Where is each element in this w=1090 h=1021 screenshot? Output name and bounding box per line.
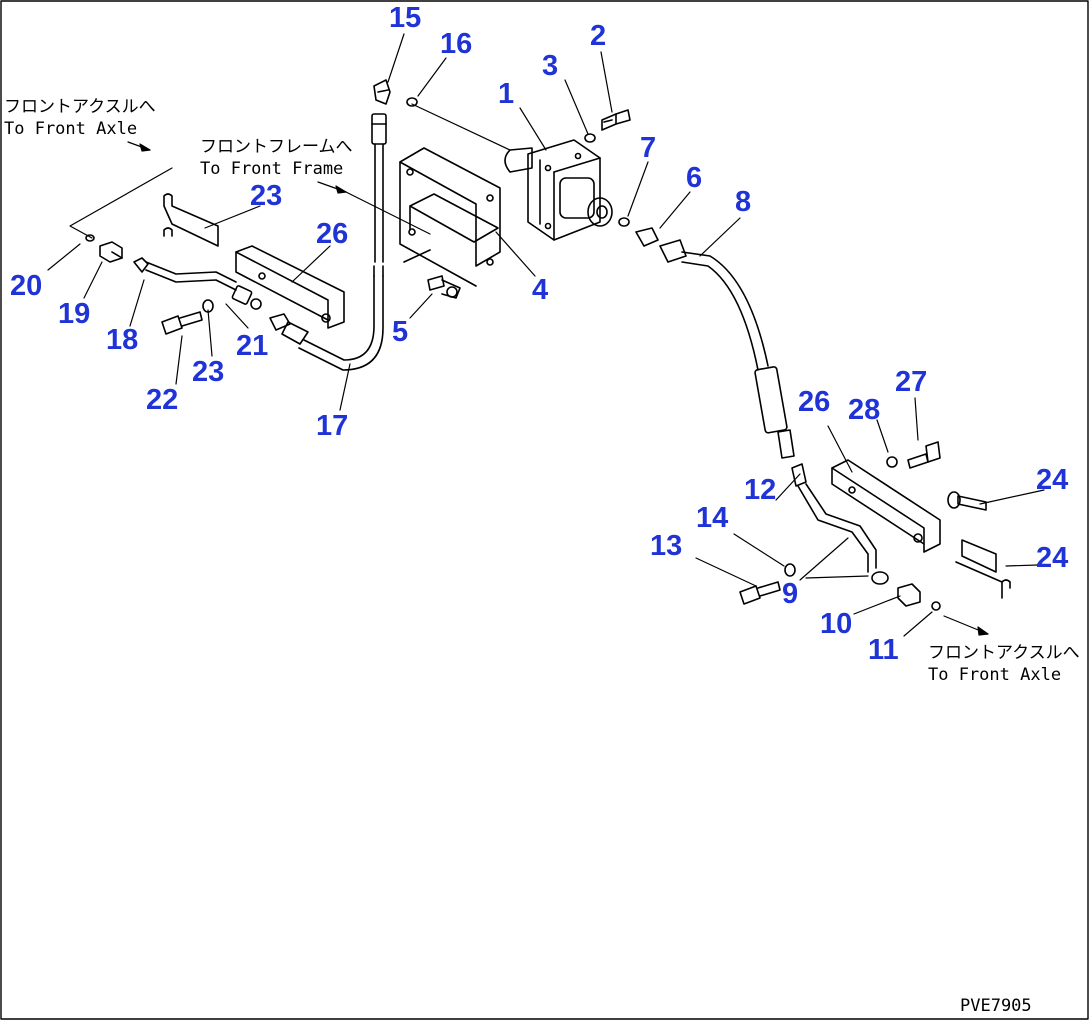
callout-28: 28 [848,394,881,426]
bolt-13 [739,581,781,605]
clamp-24-left [163,193,219,247]
callout-23: 23 [192,356,225,388]
callout-7: 7 [640,132,657,164]
fitting-10 [897,583,921,607]
note-en: To Front Axle [928,665,1062,685]
callout-21: 21 [236,330,269,362]
callout-9: 9 [782,578,799,610]
callout-10: 10 [820,608,853,640]
callout-18: 18 [106,324,139,356]
callout-24-right: 24 [1036,542,1069,574]
note-en: To Front Axle [4,119,138,139]
callout-8: 8 [735,186,752,218]
callout-22: 22 [146,384,179,416]
note-jp: フロントアクスルへ [928,643,1080,663]
callout-5: 5 [392,316,409,348]
callout-12: 12 [744,474,777,506]
callout-6: 6 [686,162,703,194]
callout-20: 20 [10,270,43,302]
hose-8 [635,227,795,459]
callout-11: 11 [868,634,899,666]
bolt-27 [907,441,941,469]
hose-17 [269,113,387,371]
nut-28 [886,456,898,468]
tube-12 [791,463,889,585]
callout-26-left: 26 [316,218,349,250]
note-en: To Front Frame [200,159,344,179]
elbow-15 [373,79,391,105]
leader-lines [47,33,1045,637]
clamp-24-right [955,539,1011,599]
tube-18 [133,257,262,310]
callout-25: 24 [1036,464,1069,496]
callout-24-left: 23 [250,180,283,212]
o-ring-11 [931,601,941,611]
callout-17: 17 [316,410,349,442]
bolt-25 [947,491,987,511]
note-front-axle-right: フロントアクスルへ To Front Axle [928,642,1080,686]
arrow-front-axle-left [69,141,173,239]
o-ring-20 [85,234,95,242]
bracket-4 [399,147,501,287]
o-ring-16 [406,97,418,107]
callout-27: 27 [895,366,928,398]
fitting-19 [99,241,123,263]
arrow-front-frame [317,181,431,235]
washer-3 [584,133,596,143]
bolt-2 [601,109,631,131]
drawing-code: PVE7905 [960,996,1032,1016]
callout-2: 2 [590,20,607,52]
washer-23 [202,299,214,313]
arrow-front-axle-right [943,615,989,636]
note-jp: フロントフレームへ [200,137,353,157]
pump-1 [504,139,613,241]
callout-1: 1 [498,78,515,110]
o-ring-7 [618,217,630,227]
bolt-5 [427,275,461,299]
bracket-26-left [235,245,345,329]
bolt-22 [161,311,203,335]
bracket-26-right [831,459,941,553]
callout-3: 3 [542,50,559,82]
washer-14 [784,563,796,577]
callout-14: 14 [696,502,729,534]
callout-4: 4 [532,274,549,306]
callout-15: 15 [389,2,422,34]
note-jp: フロントアクスルへ [4,97,156,117]
callout-16: 16 [440,28,473,60]
note-front-frame: フロントフレームへ To Front Frame [200,136,353,180]
note-front-axle-left: フロントアクスルへ To Front Axle [4,96,156,140]
callout-19: 19 [58,298,91,330]
callout-13: 13 [650,530,683,562]
callout-26-right: 26 [798,386,831,418]
